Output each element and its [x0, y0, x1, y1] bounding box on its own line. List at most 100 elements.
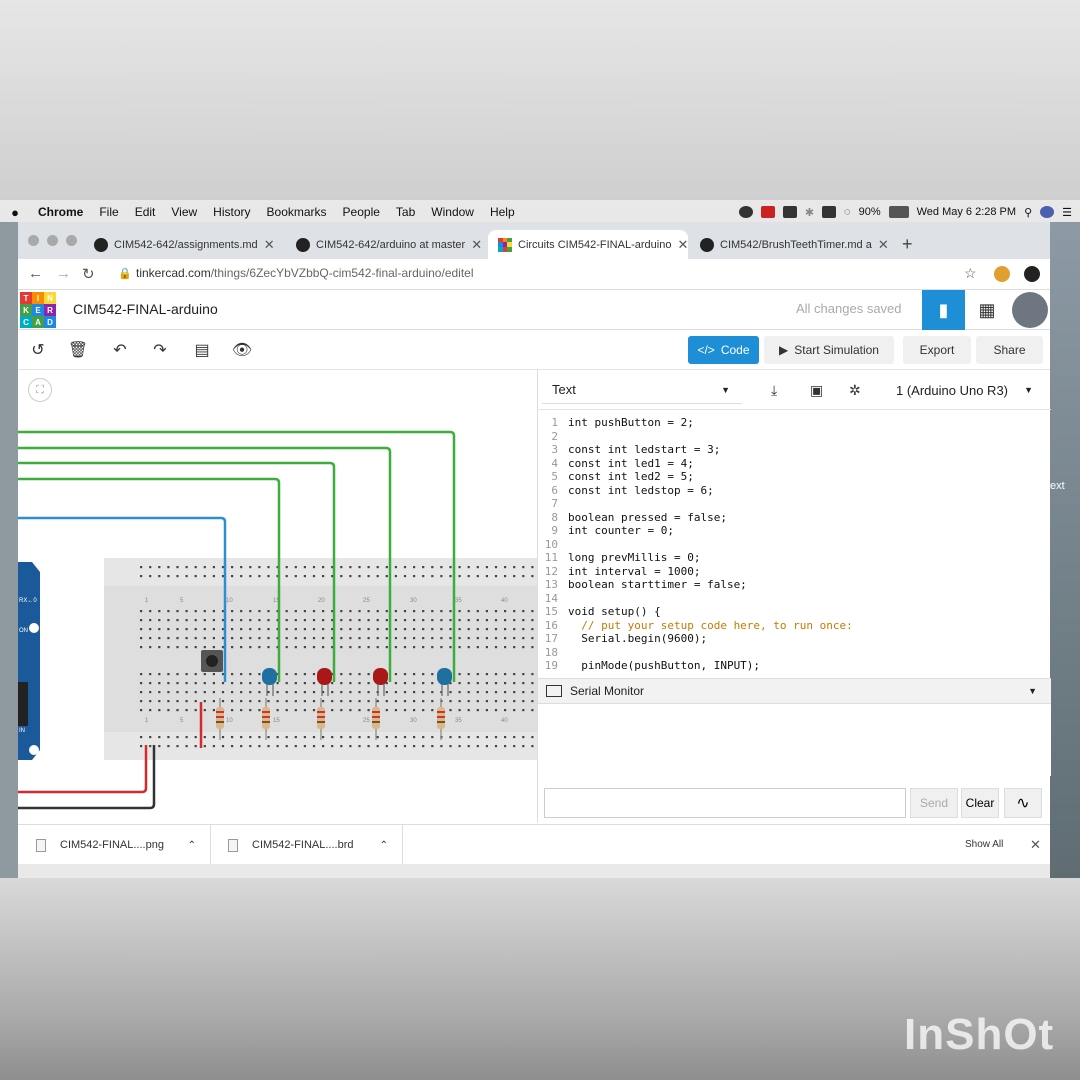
undo-icon[interactable]: ↶	[113, 342, 127, 359]
device-select[interactable]: 1 (Arduino Uno R3) ▼	[888, 376, 1043, 404]
graph-button[interactable]: ∿	[1004, 788, 1042, 818]
download-icon[interactable]: ⤓	[771, 382, 778, 398]
wire-red[interactable]	[18, 745, 148, 794]
menu-bookmarks[interactable]: Bookmarks	[266, 205, 327, 219]
menu-people[interactable]: People	[342, 205, 380, 219]
wire-green[interactable]	[18, 477, 281, 682]
close-downloads-icon[interactable]: ✕	[1030, 837, 1041, 852]
record-icon[interactable]	[738, 206, 753, 218]
bluetooth-icon[interactable]: ✱	[804, 206, 815, 219]
show-all-button[interactable]: Show All	[965, 839, 1004, 850]
circuit-view-button[interactable]: ▮	[922, 290, 965, 330]
rotate-icon[interactable]: ↺	[31, 342, 45, 359]
serial-input[interactable]	[544, 788, 906, 818]
url-field[interactable]: tinkercad.com/things/6ZecYbVZbbQ-cim542-…	[136, 266, 474, 280]
avatar[interactable]	[1012, 292, 1048, 328]
resistor[interactable]	[372, 698, 380, 740]
minimize-window-button[interactable]	[47, 235, 58, 246]
delete-icon[interactable]: 🗑	[67, 342, 89, 359]
led-blue[interactable]	[262, 668, 277, 696]
tab-circuits[interactable]: Circuits CIM542-FINAL-arduino ✕	[488, 230, 688, 259]
chevron-down-icon[interactable]: ▼	[1028, 686, 1037, 696]
start-simulation-button[interactable]: ▶ Start Simulation	[764, 336, 894, 364]
share-button[interactable]: Share	[976, 336, 1043, 364]
wire-green[interactable]	[18, 446, 392, 682]
close-tab-icon[interactable]: ✕	[263, 236, 275, 252]
code-line[interactable]: 16 // put your setup code here, to run o…	[538, 619, 1051, 633]
resistor[interactable]	[317, 698, 325, 740]
close-tab-icon[interactable]: ✕	[471, 236, 483, 252]
clock[interactable]: Wed May 6 2:28 PM	[916, 206, 1017, 218]
component-list-button[interactable]: ▦	[973, 298, 1001, 322]
reload-icon[interactable]: ↻	[82, 266, 95, 283]
library-icon[interactable]: ▣	[810, 382, 824, 398]
code-line[interactable]: 2	[538, 430, 1051, 444]
zoom-window-button[interactable]	[66, 235, 77, 246]
extension-icon[interactable]	[994, 266, 1010, 282]
wire-black[interactable]	[18, 745, 156, 810]
tab-brushteethtimer[interactable]: CIM542/BrushTeethTimer.md a ✕	[690, 230, 890, 259]
download-item[interactable]: CIM542-FINAL....brd ⌃	[228, 825, 403, 865]
code-line[interactable]: 10	[538, 538, 1051, 552]
wire-blue[interactable]	[18, 516, 227, 682]
debugger-bug-icon[interactable]: ✲	[849, 382, 861, 398]
menu-tab[interactable]: Tab	[395, 205, 416, 219]
tab-arduino-master[interactable]: CIM542-642/arduino at master ✕	[286, 230, 486, 259]
menu-view[interactable]: View	[171, 205, 198, 219]
resistor[interactable]	[262, 698, 270, 740]
clear-button[interactable]: Clear	[961, 788, 999, 818]
breadboard[interactable]	[104, 558, 544, 760]
new-tab-button[interactable]: +	[902, 234, 913, 254]
battery-saver-icon[interactable]	[822, 206, 837, 218]
led-red[interactable]	[317, 668, 332, 696]
wire-green[interactable]	[18, 461, 336, 682]
led-red[interactable]	[373, 668, 388, 696]
apple-icon[interactable]: ●	[11, 204, 19, 220]
code-line[interactable]: 19 pinMode(pushButton, INPUT);	[538, 659, 1051, 673]
tinkercad-logo[interactable]: T I N K E R C A D	[20, 292, 56, 328]
visibility-icon[interactable]: 👁	[231, 342, 253, 359]
back-icon[interactable]: ←	[28, 265, 43, 282]
menu-history[interactable]: History	[213, 205, 251, 219]
menu-file[interactable]: File	[99, 205, 119, 219]
code-line[interactable]: 18	[538, 646, 1051, 660]
battery-percent[interactable]: 90%	[858, 206, 881, 218]
forward-icon[interactable]: →	[56, 265, 71, 282]
download-item[interactable]: CIM542-FINAL....png ⌃	[36, 825, 211, 865]
notes-icon[interactable]: ▤	[194, 342, 210, 359]
menu-edit[interactable]: Edit	[134, 205, 156, 219]
close-window-button[interactable]	[28, 235, 39, 246]
wire-green[interactable]	[18, 430, 456, 682]
code-line[interactable]: 14	[538, 592, 1051, 606]
resistor[interactable]	[437, 698, 445, 740]
lock-icon[interactable]: 🔒	[118, 268, 132, 280]
notification-center-icon[interactable]: ☰	[1062, 206, 1072, 219]
menu-window[interactable]: Window	[431, 205, 474, 219]
redo-icon[interactable]: ↷	[153, 342, 167, 359]
send-button[interactable]: Send	[910, 788, 958, 818]
menu-chrome[interactable]: Chrome	[38, 205, 84, 219]
spotlight-icon[interactable]: ⚲	[1024, 206, 1033, 219]
menu-help[interactable]: Help	[489, 205, 515, 219]
extension-icon[interactable]	[1024, 266, 1040, 282]
shield-icon[interactable]	[760, 206, 775, 218]
fit-view-button[interactable]: ⛶	[28, 378, 52, 402]
code-line[interactable]: 17 Serial.begin(9600);	[538, 632, 1051, 646]
chevron-up-icon[interactable]: ⌃	[187, 839, 196, 851]
text-icon[interactable]	[782, 206, 797, 218]
code-mode-select[interactable]: Text ▼	[542, 376, 742, 404]
resistor[interactable]	[216, 698, 224, 740]
led-blue[interactable]	[437, 668, 452, 696]
battery-icon[interactable]	[888, 206, 909, 218]
